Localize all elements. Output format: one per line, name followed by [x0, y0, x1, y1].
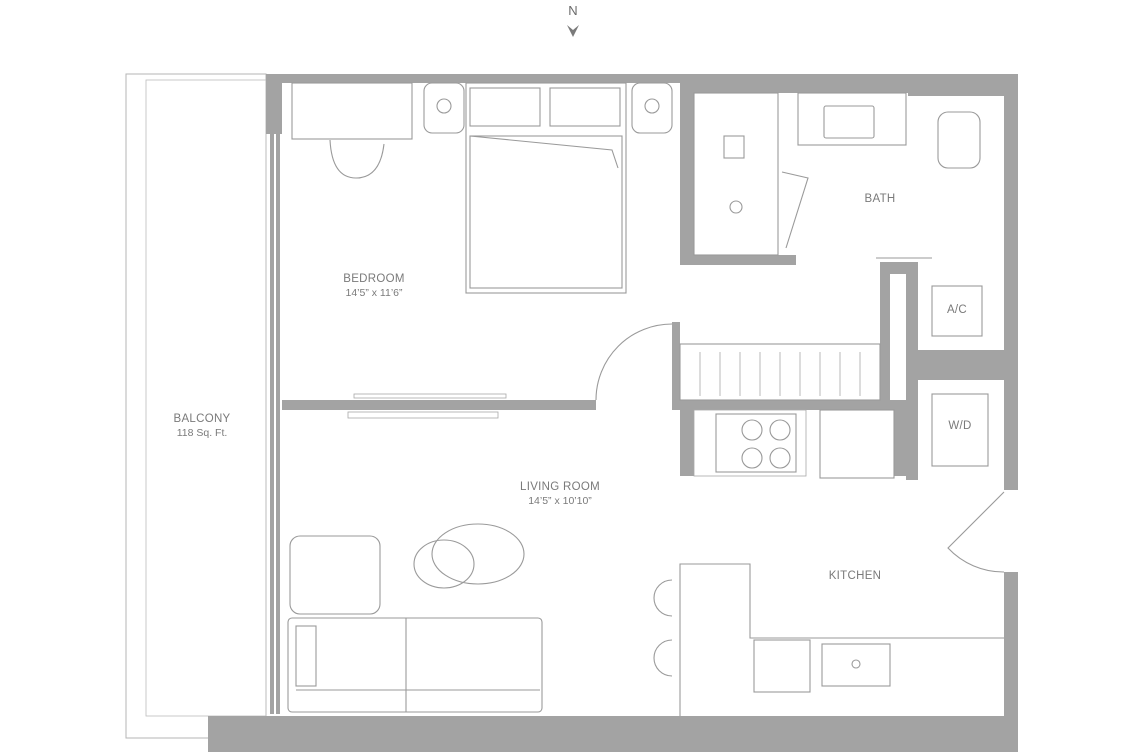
- tv-console: [353, 393, 507, 399]
- room-labels: BEDROOM 14’5” x 11’6” LIVING ROOM 14’5” …: [173, 193, 971, 582]
- side-table: [413, 539, 475, 589]
- stool-icon: [653, 579, 673, 617]
- burner-icon: [741, 419, 763, 441]
- kitchen-label: KITCHEN: [829, 570, 882, 582]
- top-wall: [266, 74, 1018, 83]
- bedroom-door-jamb: [672, 322, 680, 402]
- kitchen-sink-icon: [821, 643, 891, 687]
- tv-unit: [347, 411, 499, 419]
- window-mullion-inner: [276, 134, 280, 714]
- bath-top-wall: [908, 74, 1018, 96]
- bedroom-furniture: [291, 82, 673, 419]
- balcony-outline: [125, 73, 267, 739]
- closet-utilities: [679, 285, 989, 479]
- bedroom-dimensions: 14’5” x 11’6”: [345, 287, 403, 299]
- bed-fold: [469, 135, 619, 169]
- lamp-right-icon: [644, 98, 660, 114]
- corridor-wall: [672, 400, 908, 410]
- sofa: [287, 617, 543, 713]
- living-furniture: [287, 523, 543, 713]
- ac-label: A/C: [947, 304, 967, 316]
- sofa-arm: [295, 625, 317, 687]
- cooktop: [715, 413, 797, 473]
- kitchen-island: [679, 563, 1004, 716]
- shower: [693, 92, 779, 256]
- lamp-left-icon: [436, 98, 452, 114]
- living-room-label: LIVING ROOM: [520, 481, 600, 493]
- right-wall-lower: [1004, 572, 1018, 716]
- bath-label: BATH: [864, 193, 895, 205]
- walls: [208, 74, 1018, 752]
- range-counter: [693, 409, 807, 477]
- toilet-icon: [937, 111, 981, 169]
- wd-label: W/D: [948, 420, 971, 432]
- pillow-right: [549, 87, 621, 127]
- nightstand-left: [423, 82, 465, 134]
- right-wall-upper: [1004, 74, 1018, 270]
- vanity: [797, 92, 907, 146]
- bed: [465, 82, 627, 294]
- burner-icon: [741, 447, 763, 469]
- burner-icon: [769, 447, 791, 469]
- utility-divider: [918, 350, 1004, 380]
- compass-label: N: [568, 3, 577, 18]
- dishwasher: [753, 639, 811, 693]
- bath-left-wall: [680, 83, 694, 265]
- closet-right-wall: [880, 274, 890, 400]
- shower-door: [781, 171, 809, 249]
- ac-unit: [931, 285, 983, 337]
- bath-top-inner-wall: [694, 83, 908, 93]
- kitchen-left-wall: [680, 410, 694, 476]
- hangers: [699, 352, 861, 396]
- bath-fixtures: [693, 92, 981, 259]
- bath-bottom-wall-left: [680, 255, 796, 265]
- bed-cover: [469, 135, 623, 289]
- closet-top-wall: [880, 262, 906, 274]
- kitchen-fixtures: [653, 491, 1005, 716]
- faucet-icon: [851, 659, 861, 669]
- burner-icon: [769, 419, 791, 441]
- shower-bench: [723, 135, 745, 159]
- balcony-area: [125, 73, 267, 739]
- balcony-inner-edge: [145, 79, 267, 717]
- bottom-wall: [208, 716, 1018, 752]
- bedroom-living-wall: [282, 400, 596, 410]
- washer-dryer: [931, 393, 989, 467]
- bedroom-door-swing: [595, 323, 673, 401]
- balcony-area-value: 118 Sq. Ft.: [177, 427, 228, 439]
- utility-left-wall: [906, 262, 918, 480]
- north-compass: N: [567, 3, 579, 37]
- balcony-label: BALCONY: [173, 413, 230, 425]
- nightstand-right: [631, 82, 673, 134]
- pillow-left: [469, 87, 541, 127]
- north-arrow-icon: [567, 25, 579, 37]
- armchair: [289, 535, 381, 615]
- desk-chair: [329, 139, 385, 179]
- sink-icon: [823, 105, 875, 139]
- desk: [291, 82, 413, 140]
- right-wall-mid: [1004, 270, 1018, 490]
- refrigerator: [819, 409, 895, 479]
- closet-rod: [679, 343, 881, 401]
- window-mullion: [270, 134, 274, 714]
- entry-door-swing: [947, 491, 1005, 573]
- living-room-dimensions: 14’5” x 10’10”: [528, 495, 592, 507]
- coffee-table: [431, 523, 525, 585]
- drain-icon: [729, 200, 743, 214]
- bedroom-label: BEDROOM: [343, 273, 405, 285]
- kitchen-right-wall: [894, 410, 906, 476]
- left-wall-top: [266, 74, 282, 134]
- stool-icon: [653, 639, 673, 677]
